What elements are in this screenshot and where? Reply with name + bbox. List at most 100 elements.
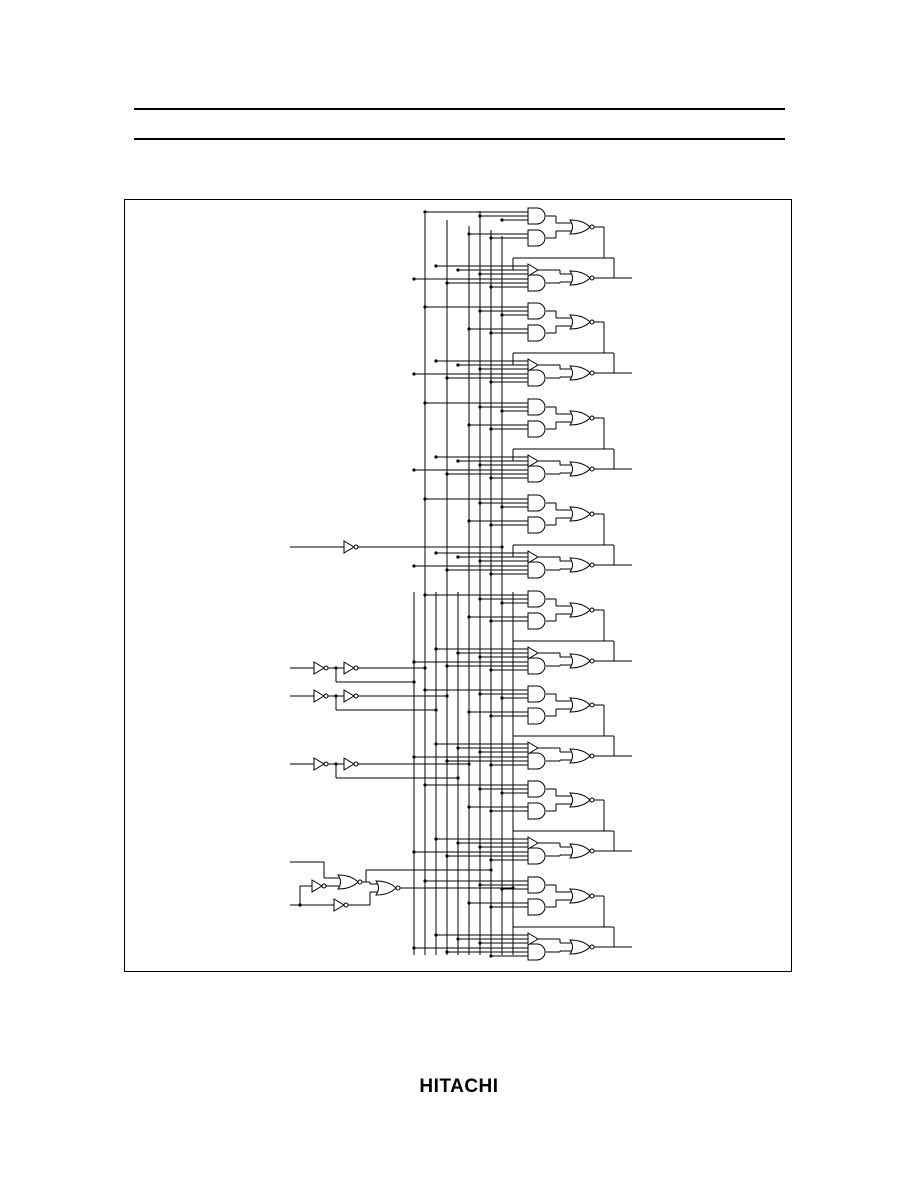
junction-dot [478, 750, 482, 754]
inverter-bubble [353, 665, 359, 671]
inverter-bubble [589, 753, 595, 759]
junction-dot [412, 564, 416, 568]
junction-dot [478, 597, 482, 601]
junction-dot [478, 214, 482, 218]
junction-dot [434, 708, 438, 712]
inverter-bubble [343, 902, 349, 908]
junction-dot [489, 809, 493, 813]
junction-dot [445, 759, 449, 763]
junction-dot [467, 901, 471, 905]
and-gate [527, 369, 546, 387]
junction-dot [412, 277, 416, 281]
inverter-bubble [321, 883, 327, 889]
junction-dot [445, 281, 449, 285]
and-gate [527, 398, 546, 416]
junction-dot [500, 409, 504, 413]
buffer [527, 550, 539, 564]
and-gate [527, 612, 546, 630]
junction-dot [423, 783, 427, 787]
junction-dot [467, 805, 471, 809]
or-gate [569, 314, 591, 330]
and-gate [527, 324, 546, 342]
junction-dot [478, 501, 482, 505]
junction-dot [456, 746, 460, 750]
junction-dot [467, 762, 471, 766]
and-gate [527, 685, 546, 703]
junction-dot [478, 941, 482, 945]
junction-dot [456, 776, 460, 780]
inverter-bubble [589, 893, 595, 899]
inverter [333, 898, 345, 912]
inverter-bubble [589, 607, 595, 613]
inverter [313, 757, 325, 771]
junction-dot [500, 218, 504, 222]
junction-dot [412, 850, 416, 854]
junction-dot [489, 619, 493, 623]
or-gate [569, 270, 591, 286]
junction-dot [445, 664, 449, 668]
junction-dot [445, 568, 449, 572]
inverter-bubble [589, 319, 595, 325]
and-gate [527, 876, 546, 894]
inverter-bubble [589, 562, 595, 568]
junction-dot [478, 655, 482, 659]
inverter-bubble [323, 693, 329, 699]
inverter [313, 661, 325, 675]
inverter-bubble [323, 761, 329, 767]
inverter [343, 689, 355, 703]
junction-dot [456, 268, 460, 272]
junction-dot [423, 666, 427, 670]
decoder-stage [412, 302, 632, 387]
inverter-bubble [589, 224, 595, 230]
and-gate [527, 780, 546, 798]
junction-dot [467, 615, 471, 619]
junction-dot [511, 886, 515, 890]
junction-dot [456, 841, 460, 845]
junction-dot [334, 694, 338, 698]
inverter-bubble [589, 848, 595, 854]
and-gate [527, 752, 546, 770]
junction-dot [478, 272, 482, 276]
or-gate [569, 653, 591, 669]
and-gate [527, 420, 546, 438]
header-rule-bottom [134, 138, 785, 140]
junction-dot [478, 367, 482, 371]
buffer [527, 646, 539, 660]
junction-dot [412, 946, 416, 950]
junction-dot [467, 519, 471, 523]
junction-dot [456, 459, 460, 463]
inverter [313, 689, 325, 703]
or-gate [569, 506, 591, 522]
junction-dot [489, 427, 493, 431]
junction-dot [423, 401, 427, 405]
or-gate [569, 748, 591, 764]
junction-dot [334, 762, 338, 766]
inverter-bubble [589, 415, 595, 421]
junction-dot [478, 405, 482, 409]
or-gate [569, 219, 591, 235]
decoder-stage [412, 494, 632, 579]
inverter-bubble [589, 702, 595, 708]
junction-dot [334, 666, 338, 670]
inverter-bubble [357, 879, 363, 885]
junction-dot [434, 551, 438, 555]
decoder-stage [412, 590, 632, 675]
and-gate [527, 516, 546, 534]
junction-dot [434, 359, 438, 363]
junction-dot [500, 545, 504, 549]
and-gate [527, 207, 546, 225]
and-gate [527, 898, 546, 916]
or-gate [337, 874, 359, 890]
junction-dot [456, 555, 460, 559]
or-gate [569, 888, 591, 904]
junction-dot [434, 742, 438, 746]
junction-dot [478, 883, 482, 887]
junction-dot [478, 463, 482, 467]
inverter-bubble [353, 544, 359, 550]
junction-dot [489, 858, 493, 862]
or-gate [569, 557, 591, 573]
and-gate [527, 465, 546, 483]
junction-dot [489, 905, 493, 909]
and-gate [527, 847, 546, 865]
